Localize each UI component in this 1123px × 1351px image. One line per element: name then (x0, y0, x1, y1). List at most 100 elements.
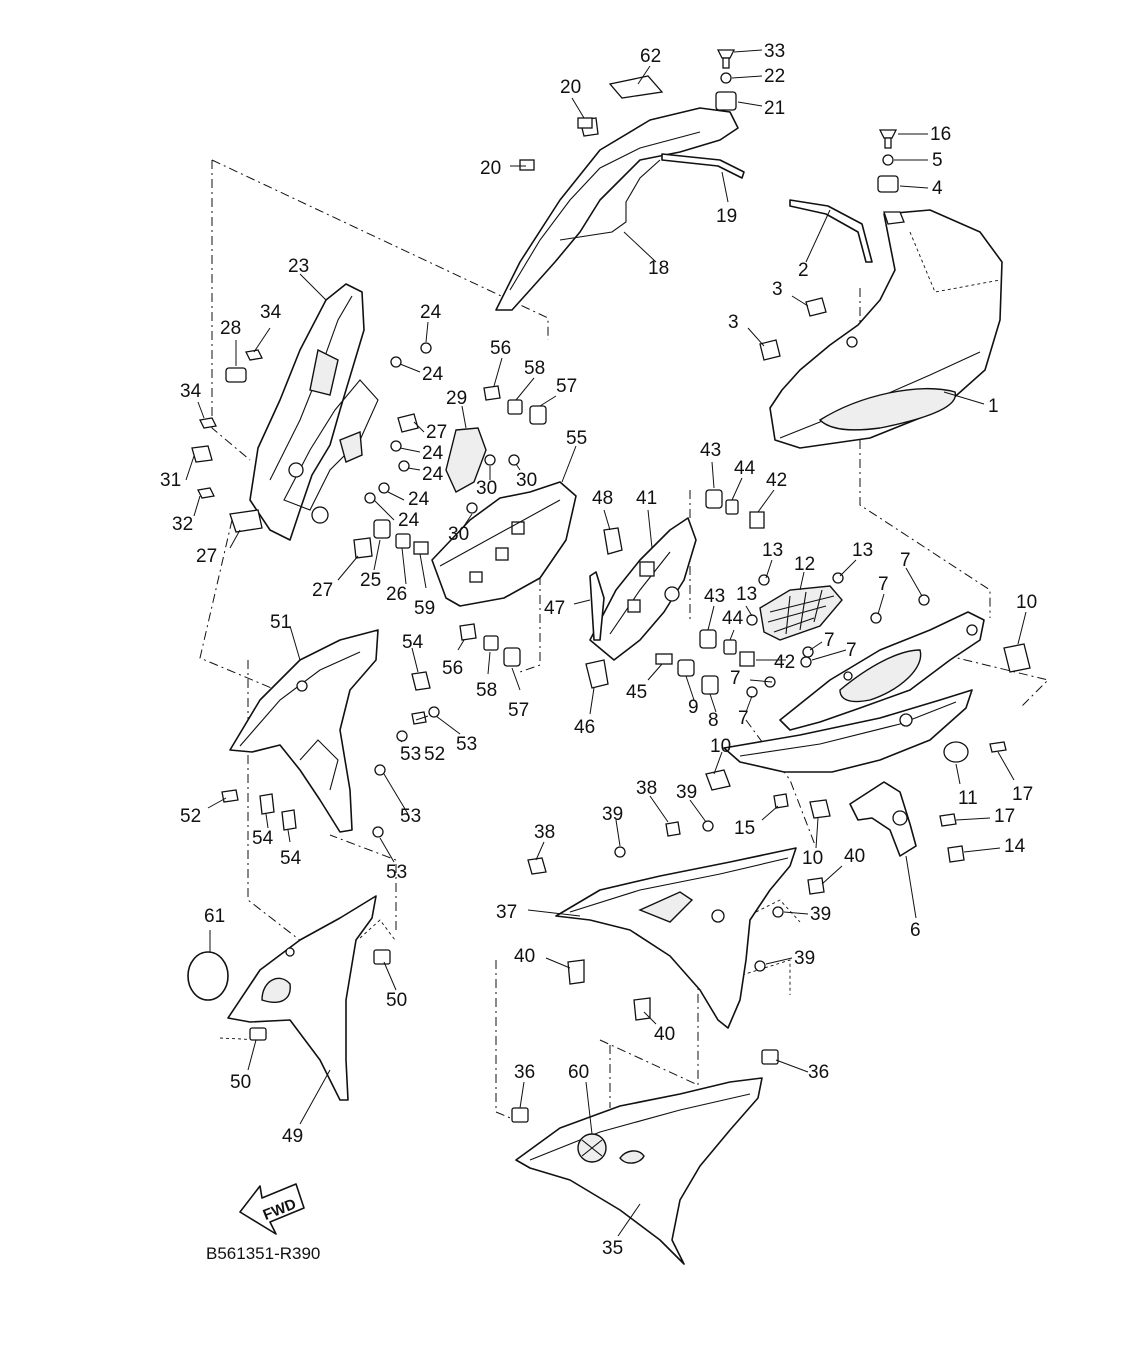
upper-inner-panel-part (495, 107, 739, 311)
callout-label: 1 (988, 396, 999, 417)
callout-label: 37 (496, 902, 517, 923)
callout-label: 9 (688, 697, 699, 718)
callout-label: 12 (794, 554, 815, 575)
mesh-grille-part (759, 585, 843, 641)
callout-label: 36 (514, 1062, 535, 1083)
callout-label: 20 (560, 77, 581, 98)
callout-label: 40 (654, 1024, 675, 1045)
callout-label: 11 (958, 788, 978, 809)
callout-label: 29 (446, 388, 467, 409)
callout-label: 59 (414, 598, 435, 619)
callout-label: 38 (534, 822, 555, 843)
front-cowl-part (769, 209, 1003, 449)
callout-label: 14 (1004, 836, 1026, 857)
callout-label: 6 (910, 920, 921, 941)
callout-label: 13 (852, 540, 873, 561)
callout-label: 34 (260, 302, 282, 323)
callout-label: 27 (196, 546, 217, 567)
callout-label: 20 (480, 158, 501, 179)
bottom-side-panel-part (515, 1077, 763, 1265)
callout-label: 48 (592, 488, 613, 509)
callout-label: 23 (288, 256, 309, 277)
callout-label: 60 (568, 1062, 589, 1083)
callout-label: 7 (738, 708, 749, 729)
callout-label: 57 (508, 700, 529, 721)
callout-label: 27 (312, 580, 333, 601)
callout-label: 19 (716, 206, 737, 227)
callout-label: 50 (386, 990, 407, 1011)
callout-label: 39 (810, 904, 831, 925)
callout-label: 31 (160, 470, 181, 491)
drawing-code: B561351-R390 (206, 1244, 320, 1263)
callout-label: 40 (514, 946, 535, 967)
headlight-bracket-part (589, 517, 697, 661)
left-lower-side-panel-part (227, 895, 377, 1101)
callout-label: 56 (442, 658, 463, 679)
round-cover-part (187, 951, 229, 1001)
callout-label: 43 (700, 440, 721, 461)
callout-label: 53 (456, 734, 477, 755)
callout-label: 49 (282, 1126, 303, 1147)
callout-label: 53 (400, 806, 421, 827)
callout-label: 18 (648, 258, 669, 279)
callout-label: 24 (408, 489, 430, 510)
small-trim-part (661, 153, 745, 179)
callout-label: 17 (1012, 784, 1033, 805)
callout-label: 24 (422, 443, 444, 464)
callout-label: 4 (932, 178, 943, 199)
callout-label: 22 (764, 66, 785, 87)
callout-label: 26 (386, 584, 407, 605)
trim-strip-part (789, 199, 873, 263)
callout-label: 35 (602, 1238, 623, 1259)
hardware-fasteners (191, 49, 1031, 1123)
lower-bracket-part (849, 781, 917, 857)
callout-label: 62 (640, 46, 661, 67)
callout-label: 7 (730, 668, 741, 689)
callout-label: 53 (386, 862, 407, 883)
callout-label: 17 (994, 806, 1015, 827)
callout-label: 24 (398, 510, 420, 531)
callout-label: 16 (930, 124, 951, 145)
lower-right-panel-part (723, 689, 973, 773)
callout-label: 36 (808, 1062, 829, 1083)
callout-label: 52 (180, 806, 201, 827)
callout-label: 38 (636, 778, 657, 799)
callout-label: 41 (636, 488, 657, 509)
callout-label: 55 (566, 428, 587, 449)
left-inner-panel-part (229, 629, 379, 833)
callout-label: 28 (220, 318, 241, 339)
callout-label: 47 (544, 598, 565, 619)
fwd-direction-arrow: FWD (239, 1183, 305, 1235)
callout-label: 10 (710, 736, 731, 757)
callout-label: 30 (516, 470, 537, 491)
callout-label: 24 (422, 364, 444, 385)
callout-label: 44 (722, 608, 744, 629)
side-bracket-panel-part (431, 481, 577, 607)
callout-label: 42 (774, 652, 795, 673)
callout-label: 10 (1016, 592, 1037, 613)
right-side-panel-part (779, 611, 985, 731)
callout-label: 39 (676, 782, 697, 803)
callout-label: 54 (402, 632, 424, 653)
callout-label: 13 (736, 584, 757, 605)
lower-center-panel-part (555, 847, 797, 1029)
callout-label: 2 (798, 260, 809, 281)
inner-frame-part (249, 283, 379, 541)
callout-label: 54 (280, 848, 302, 869)
callout-label: 44 (734, 458, 756, 479)
callout-label: 43 (704, 586, 725, 607)
callout-label: 58 (476, 680, 497, 701)
callout-label: 57 (556, 376, 577, 397)
callout-label: 7 (824, 630, 835, 651)
callout-label: 50 (230, 1072, 251, 1093)
callout-label: 33 (764, 41, 785, 62)
callout-leaders (185, 49, 1027, 1237)
callout-label: 40 (844, 846, 865, 867)
callout-label: 42 (766, 470, 787, 491)
callout-label: 61 (204, 906, 225, 927)
callout-label: 39 (602, 804, 623, 825)
callout-label: 24 (420, 302, 442, 323)
callout-label: 7 (900, 550, 911, 571)
callout-label: 15 (734, 818, 755, 839)
callout-label: 53 (400, 744, 421, 765)
